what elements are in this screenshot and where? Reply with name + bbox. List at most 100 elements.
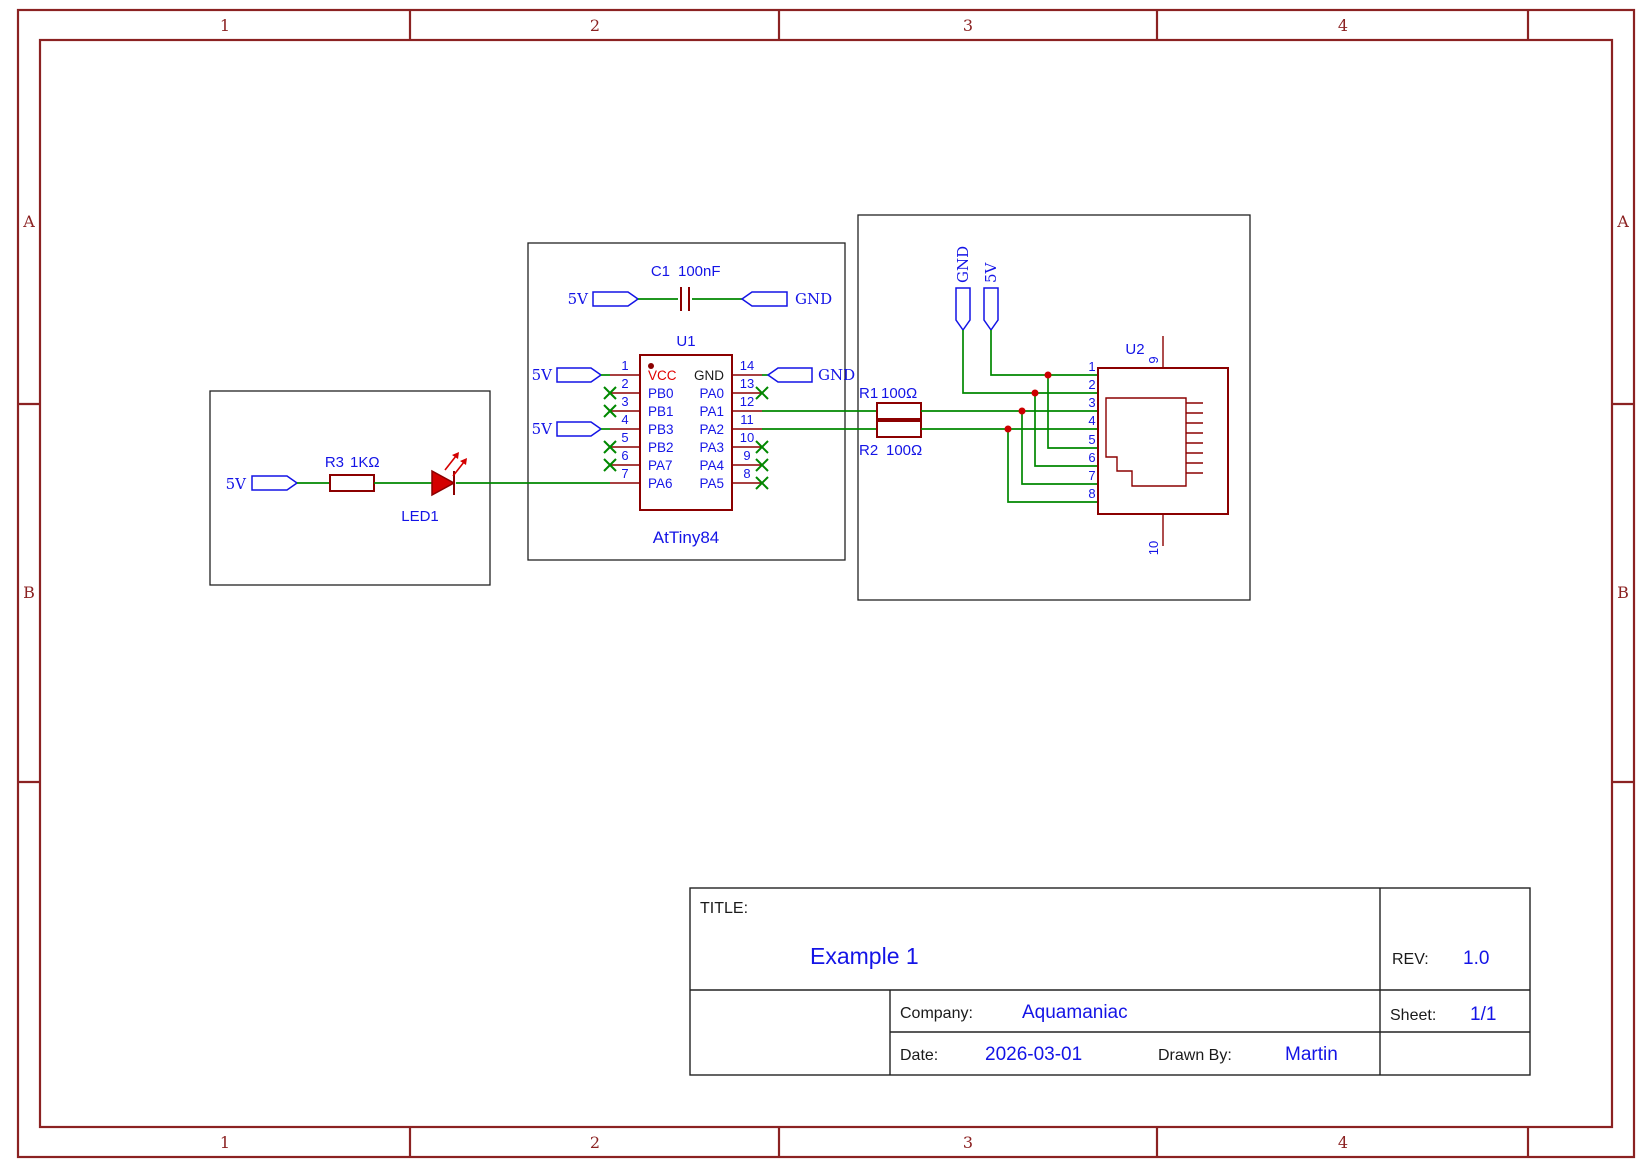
pin-name: PB3 <box>648 422 674 437</box>
frame-column-label: 2 <box>590 1133 600 1152</box>
connector-circuit: GND 5V R1 100Ω R2 100Ω <box>859 246 1229 555</box>
net-port-label: 5V <box>532 366 554 384</box>
net-port-gnd[interactable]: GND <box>740 290 832 308</box>
frame-column-label: 2 <box>590 16 600 35</box>
pin-number: 5 <box>1088 432 1095 447</box>
net-port-flag <box>766 367 813 383</box>
ic-u1[interactable]: U1 1 2 3 4 5 6 7 <box>610 333 762 547</box>
component-ref: U2 <box>1125 341 1144 358</box>
ic-body <box>639 354 733 511</box>
led-emission-arrow <box>444 455 457 471</box>
connector-section-border <box>857 214 1251 601</box>
title-block: TITLE: Example 1 REV: 1.0 Company: Aquam… <box>689 887 1531 1076</box>
pin-number: 4 <box>621 412 628 427</box>
no-connect-x <box>603 440 617 454</box>
no-connect-x <box>755 458 769 472</box>
net-port-flag <box>740 291 788 307</box>
mcu-circuit: C1 100nF 5V GND U1 <box>532 263 877 547</box>
pin-number: 7 <box>621 466 628 481</box>
wire[interactable] <box>1007 429 1098 503</box>
component-value: 1KΩ <box>350 454 380 471</box>
net-port-label: 5V <box>568 290 590 308</box>
net-port-gnd[interactable]: GND <box>954 246 972 332</box>
led-led1[interactable]: LED1 <box>401 452 467 525</box>
led-circuit: 5V R3 1KΩ LED1 <box>226 452 610 525</box>
mcu-section-border <box>527 242 846 561</box>
resistor-r1[interactable]: R1 100Ω <box>859 385 922 420</box>
no-connect-x <box>755 476 769 490</box>
sheet-frame: 1 2 3 4 1 2 3 4 A B A B <box>16 8 1636 1159</box>
pin-number: 7 <box>1088 468 1095 483</box>
component-value: 100Ω <box>881 385 917 402</box>
pin-name: PA3 <box>699 440 724 455</box>
pin-number: 12 <box>740 394 754 409</box>
pin-number: 8 <box>1088 486 1095 501</box>
junction-dot <box>1004 425 1012 433</box>
sheet-value[interactable]: 1/1 <box>1470 1004 1496 1025</box>
pin-number: 4 <box>1088 413 1095 428</box>
frame-column-label: 3 <box>963 1133 973 1152</box>
net-port-5v[interactable]: 5V <box>982 261 1000 332</box>
pin-number: 14 <box>740 358 754 373</box>
pin-number: 9 <box>1146 356 1161 363</box>
sheet-label: Sheet: <box>1390 1007 1436 1024</box>
net-port-5v[interactable]: 5V <box>226 475 299 493</box>
junction-dot <box>1018 407 1026 415</box>
drawn-by-value[interactable]: Martin <box>1285 1044 1338 1065</box>
net-port-gnd[interactable]: GND <box>766 366 855 384</box>
net-port-flag <box>955 287 971 332</box>
wire[interactable] <box>1047 375 1098 449</box>
component-value: 100nF <box>678 263 721 280</box>
wire[interactable] <box>962 330 1098 394</box>
frame-outer-border <box>16 8 1636 1159</box>
company-value[interactable]: Aquamaniac <box>1022 1002 1128 1023</box>
pin-name: GND <box>694 368 724 383</box>
pin-name: PA7 <box>648 458 673 473</box>
sheet-title[interactable]: Example 1 <box>810 943 919 969</box>
pin-name: PB2 <box>648 440 674 455</box>
net-port-5v[interactable]: 5V <box>532 420 603 438</box>
wire[interactable] <box>1034 393 1098 467</box>
net-port-flag <box>556 367 603 383</box>
date-value[interactable]: 2026-03-01 <box>985 1044 1082 1065</box>
frame-row-label: B <box>23 583 35 602</box>
capacitor-c1[interactable]: C1 100nF <box>651 263 721 311</box>
net-port-flag <box>556 421 603 437</box>
pin1-marker <box>648 363 654 369</box>
pin-number: 3 <box>1088 395 1095 410</box>
pin-number: 10 <box>740 430 754 445</box>
ic-name: AtTiny84 <box>653 528 719 547</box>
pin-number: 1 <box>621 358 628 373</box>
led-arrow-head <box>460 458 467 465</box>
no-connect-x <box>755 440 769 454</box>
net-port-5v[interactable]: 5V <box>532 366 603 384</box>
resistor-body <box>876 402 922 420</box>
component-ref: R3 <box>325 454 344 471</box>
wire[interactable] <box>1021 411 1098 485</box>
pin-number: 6 <box>1088 450 1095 465</box>
pin-name: VCC <box>648 368 677 383</box>
no-connect-x <box>755 386 769 400</box>
frame-row-label: A <box>22 212 35 231</box>
net-port-label: 5V <box>532 420 554 438</box>
component-ref: R1 <box>859 385 878 402</box>
led-section-border <box>209 390 491 586</box>
title-block-border <box>689 887 1531 1076</box>
no-connect-x <box>603 458 617 472</box>
rev-label: REV: <box>1392 951 1429 968</box>
frame-column-label: 1 <box>220 16 230 35</box>
connector-u2[interactable]: U2 1 2 3 4 5 6 7 8 9 10 <box>1088 336 1229 555</box>
led-triangle <box>431 469 456 497</box>
resistor-body <box>876 420 922 438</box>
rev-value[interactable]: 1.0 <box>1463 948 1489 969</box>
net-port-label: 5V <box>226 475 248 493</box>
resistor-r2[interactable]: R2 100Ω <box>859 420 922 459</box>
led-emission-arrow <box>452 461 465 477</box>
net-port-label: GND <box>954 246 972 283</box>
wire[interactable] <box>990 330 1098 376</box>
net-port-label: GND <box>795 290 832 308</box>
resistor-r3[interactable]: R3 1KΩ <box>325 454 380 492</box>
junction-dot <box>1031 389 1039 397</box>
net-port-5v[interactable]: 5V <box>568 290 640 308</box>
frame-column-label: 4 <box>1338 1133 1348 1152</box>
